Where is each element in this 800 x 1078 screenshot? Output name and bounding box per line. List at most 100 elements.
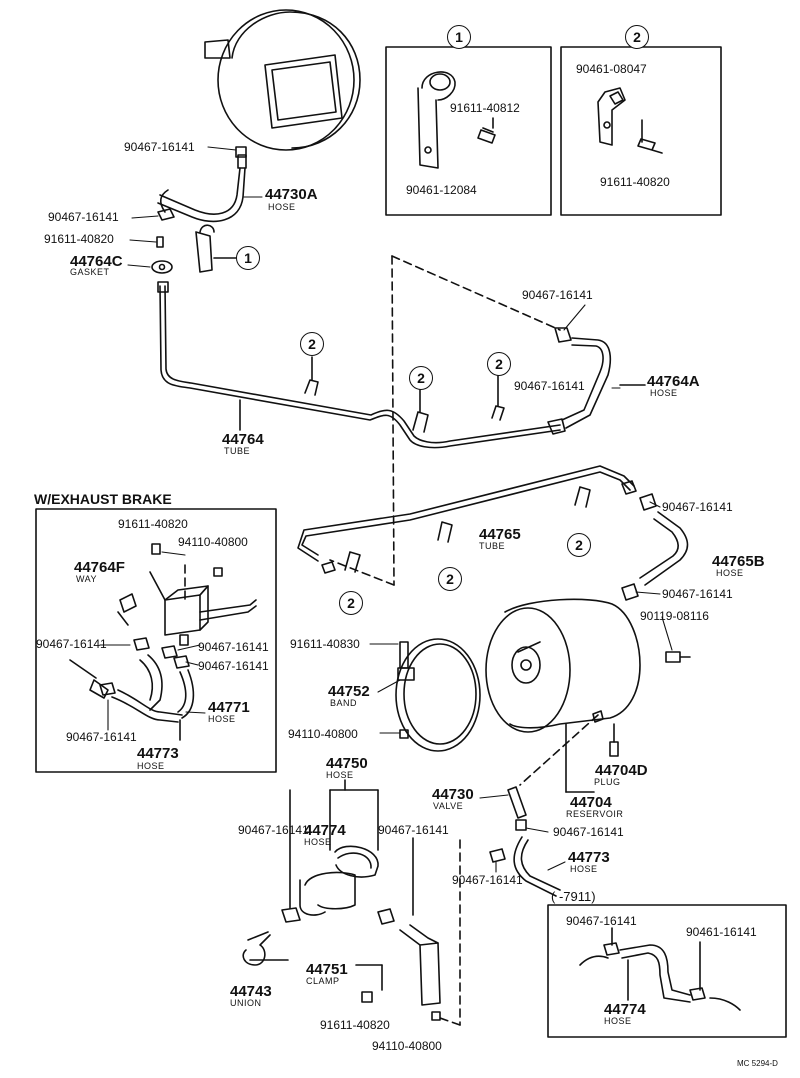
hose-44765b xyxy=(621,493,691,663)
label-inset1-bracket: 90461-12084 xyxy=(406,183,477,197)
brake-chamber xyxy=(204,9,361,151)
label-union-num: 44743 xyxy=(230,983,272,1000)
label-top-bolt: 91611-40820 xyxy=(44,232,114,246)
label-eb-clip-c: 90467-16141 xyxy=(198,659,269,673)
label-leaders xyxy=(99,146,673,873)
label-tube-44765-name: TUBE xyxy=(479,541,506,551)
bottom-clips xyxy=(242,907,395,966)
label-tube-44764-name: TUBE xyxy=(224,446,251,456)
label-inset1-bolt: 91611-40812 xyxy=(450,101,520,115)
bracket-ref-1 xyxy=(195,224,237,273)
clip-small-parts-top xyxy=(151,146,247,274)
label-eb-hose-b-name: HOSE xyxy=(137,761,165,771)
inset3-hose xyxy=(579,927,741,1011)
exhaust-brake-title: W/EXHAUST BRAKE xyxy=(34,491,172,507)
label-bottom-bolt: 91611-40820 xyxy=(320,1018,390,1032)
label-res-nut: 94110-40800 xyxy=(288,727,358,741)
label-inset3-hose-name: HOSE xyxy=(604,1016,632,1026)
label-top-clip2: 90467-16141 xyxy=(48,210,119,224)
label-gasket-name: GASKET xyxy=(70,267,110,277)
band-44752 xyxy=(395,638,481,752)
ref-marker-2d: 2 xyxy=(339,591,363,615)
label-hose-44765b-name: HOSE xyxy=(716,568,744,578)
valve-44730 xyxy=(507,786,527,831)
label-tube-44765-num: 44765 xyxy=(479,526,521,543)
label-hose-44773-num: 44773 xyxy=(568,849,610,866)
ref-marker-2e: 2 xyxy=(438,567,462,591)
label-clamp-num: 44751 xyxy=(306,961,348,978)
hose-44764a xyxy=(547,327,646,435)
label-eb-hose-a-num: 44771 xyxy=(208,699,250,716)
label-hose-44750-num: 44750 xyxy=(326,755,368,772)
label-eb-hose-a-name: HOSE xyxy=(208,714,236,724)
label-hose-44730a-name: HOSE xyxy=(268,202,296,212)
label-band-name: BAND xyxy=(330,698,358,708)
label-gasket-num: 44764C xyxy=(70,253,123,270)
exhaust-brake-box xyxy=(35,508,277,773)
label-inset3-hose-num: 44774 xyxy=(604,1001,646,1018)
label-tube-44764-num: 44764 xyxy=(222,431,264,448)
label-right-bolt2: 90119-08116 xyxy=(640,609,709,623)
ref-marker-2b: 2 xyxy=(409,366,433,390)
reservoir-44704 xyxy=(485,598,641,733)
label-hose-44764a-name: HOSE xyxy=(650,388,678,398)
label-hose-44765b-num: 44765B xyxy=(712,553,765,570)
label-hose-44774-name: HOSE xyxy=(304,837,332,847)
label-reservoir-name: RESERVOIR xyxy=(566,809,624,819)
bottom-leaders xyxy=(249,779,414,991)
bracket-part-2 xyxy=(597,87,663,154)
tube-44764 xyxy=(157,281,561,449)
inset-box-3 xyxy=(547,904,787,1038)
label-reservoir-num: 44704 xyxy=(570,794,612,811)
label-eb-bolt: 91611-40820 xyxy=(118,517,188,531)
hose-44774 xyxy=(299,845,379,916)
label-eb-nut: 94110-40800 xyxy=(178,535,248,549)
reservoir-leaders xyxy=(565,723,619,793)
label-hose-44764a-num: 44764A xyxy=(647,373,700,390)
exhaust-brake-hoses xyxy=(69,654,195,723)
label-right-clip2: 90467-16141 xyxy=(514,379,585,393)
bracket-part-1 xyxy=(417,71,496,169)
label-right-clip1: 90467-16141 xyxy=(522,288,593,302)
label-top-clip1: 90467-16141 xyxy=(124,140,195,154)
clamp-44751 xyxy=(361,924,441,1021)
label-bottom-clip2: 90467-16141 xyxy=(378,823,449,837)
label-band-num: 44752 xyxy=(328,683,370,700)
label-bottom-clip3: 90467-16141 xyxy=(452,873,523,887)
label-way-num: 44764F xyxy=(74,559,125,576)
label-plug-name: PLUG xyxy=(594,777,621,787)
label-bottom-nut: 94110-40800 xyxy=(372,1039,442,1053)
label-hose-44730a-num: 44730A xyxy=(265,186,318,203)
hose-44773-right xyxy=(489,836,561,897)
label-inset2-bracket: 90461-08047 xyxy=(576,62,647,76)
ref-marker-2c: 2 xyxy=(487,352,511,376)
label-valve-name: VALVE xyxy=(433,801,464,811)
exhaust-brake-clips xyxy=(99,543,223,741)
label-eb-clip-a: 90467-16141 xyxy=(36,637,107,651)
label-plug-num: 44704D xyxy=(595,762,648,779)
label-eb-hose-b-num: 44773 xyxy=(137,745,179,762)
label-valve-num: 44730 xyxy=(432,786,474,803)
ref-marker-2f: 2 xyxy=(567,533,591,557)
label-hose-44750-name: HOSE xyxy=(326,770,354,780)
label-res-clip: 90467-16141 xyxy=(553,825,624,839)
inset-marker-1: 1 xyxy=(447,25,471,49)
label-way-name: WAY xyxy=(76,574,97,584)
label-inset2-bolt: 91611-40820 xyxy=(600,175,670,189)
label-bottom-clip1: 90467-16141 xyxy=(238,823,309,837)
tube-brackets-2 xyxy=(304,356,505,433)
way-44764f xyxy=(117,571,257,646)
label-clamp-name: CLAMP xyxy=(306,976,340,986)
label-hose-44773-name: HOSE xyxy=(570,864,598,874)
label-inset3-clip2: 90461-16141 xyxy=(686,925,757,939)
tube-44765 xyxy=(297,465,637,574)
inset-marker-2: 2 xyxy=(625,25,649,49)
label-right-clip3: 90467-16141 xyxy=(662,500,733,514)
label-hose-44774-num: 44774 xyxy=(304,822,346,839)
ref-marker-1: 1 xyxy=(236,246,260,270)
label-eb-clip-b: 90467-16141 xyxy=(198,640,269,654)
diagram-code: MC 5294-D xyxy=(737,1059,778,1068)
ref-marker-2a: 2 xyxy=(300,332,324,356)
